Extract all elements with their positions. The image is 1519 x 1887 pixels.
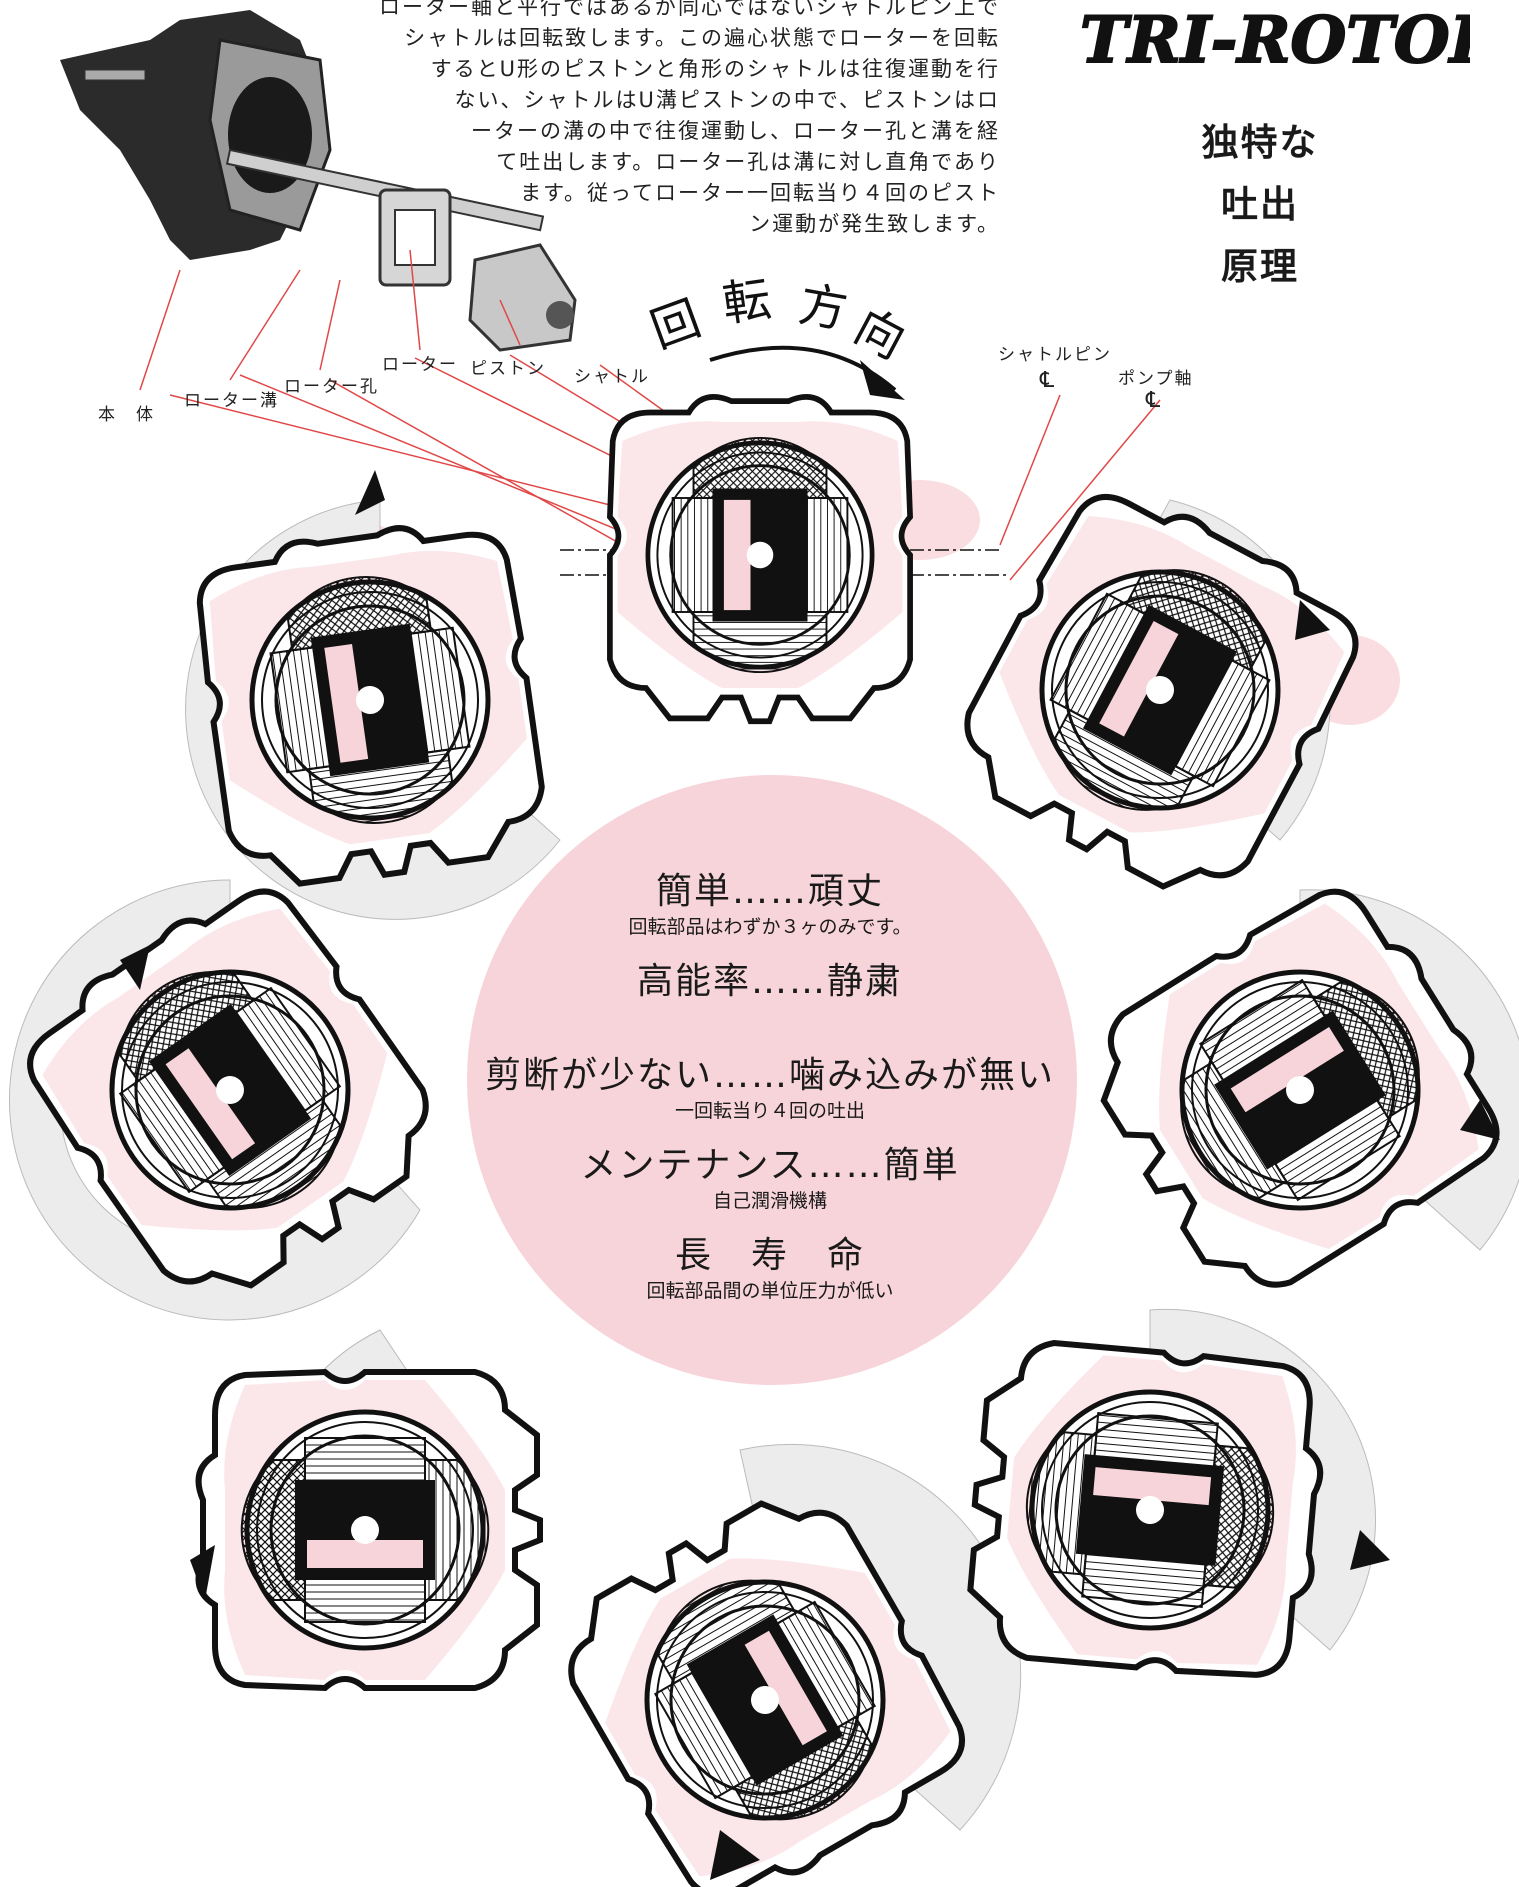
feature-3-head: 剪断が少ない……噛み込みが無い — [484, 1055, 1055, 1096]
label-shuttle: シャトル — [574, 367, 650, 387]
tagline-line-1: 独特な — [1201, 121, 1319, 164]
feature-2-sub — [470, 1004, 1070, 1034]
label-body: 本 体 — [98, 405, 155, 425]
feature-5-sub: 回転部品間の単位圧力が低い — [646, 1280, 894, 1302]
tagline: 独特な 吐出 原理 — [1160, 112, 1360, 298]
feature-5-head: 長 寿 命 — [674, 1235, 865, 1276]
pump-section-lower-right — [962, 1337, 1330, 1682]
feature-circle — [467, 775, 1077, 1385]
label-pump-shaft: ポンプ軸 — [1118, 369, 1194, 389]
feature-1-head: 簡単……頑丈 — [655, 871, 884, 912]
logo-text: TRI-ROTOR — [1080, 3, 1470, 70]
tri-rotor-logo: TRI-ROTOR — [1050, 0, 1470, 70]
pump-section-mid-right — [1068, 868, 1519, 1317]
pump-photo — [60, 10, 577, 352]
feature-4-head: メンテナンス……簡単 — [580, 1145, 960, 1186]
tagline-line-3: 原理 — [1221, 245, 1299, 288]
label-rotor-hole: ローター孔 — [284, 377, 379, 397]
feature-2: 高能率……静粛 — [470, 960, 1070, 1034]
label-shuttle-pin: シャトルピン — [998, 345, 1112, 365]
tagline-line-2: 吐出 — [1221, 183, 1299, 226]
centerline-symbol-pump-shaft: ℄ — [1146, 388, 1163, 413]
feature-1: 簡単……頑丈 回転部品はわずか３ヶのみです。 — [470, 870, 1070, 940]
centerline-symbol-shuttle-pin: ℄ — [1040, 368, 1057, 393]
intro-paragraph: ローター軸と平行ではあるが同心ではないシャトルピン上で シャトルは回転致します。… — [379, 0, 1000, 236]
pump-section-top — [610, 397, 910, 721]
feature-4-sub: 自己潤滑機構 — [712, 1190, 827, 1212]
label-rotor-groove: ローター溝 — [184, 391, 279, 411]
feature-4: メンテナンス……簡単 自己潤滑機構 — [470, 1144, 1070, 1214]
feature-3-sub: 一回転当り４回の吐出 — [674, 1100, 865, 1122]
rotation-char-2: 転 — [719, 270, 775, 334]
label-piston: ピストン — [470, 359, 546, 379]
pump-section-lower-left — [199, 1372, 540, 1688]
rotation-direction-arrow — [709, 345, 905, 400]
feature-2-head: 高能率……静粛 — [636, 961, 903, 1002]
feature-3: 剪断が少ない……噛み込みが無い 一回転当り４回の吐出 — [470, 1054, 1070, 1124]
feature-1-sub: 回転部品はわずか３ヶのみです。 — [628, 916, 912, 938]
pump-section-upper-left — [190, 513, 550, 895]
feature-list: 簡単……頑丈 回転部品はわずか３ヶのみです。 高能率……静粛 剪断が少ない……噛… — [470, 870, 1070, 1324]
feature-5: 長 寿 命 回転部品間の単位圧力が低い — [470, 1234, 1070, 1304]
label-rotor: ローター — [382, 355, 458, 375]
direction-arrow-heads — [120, 470, 1500, 1880]
